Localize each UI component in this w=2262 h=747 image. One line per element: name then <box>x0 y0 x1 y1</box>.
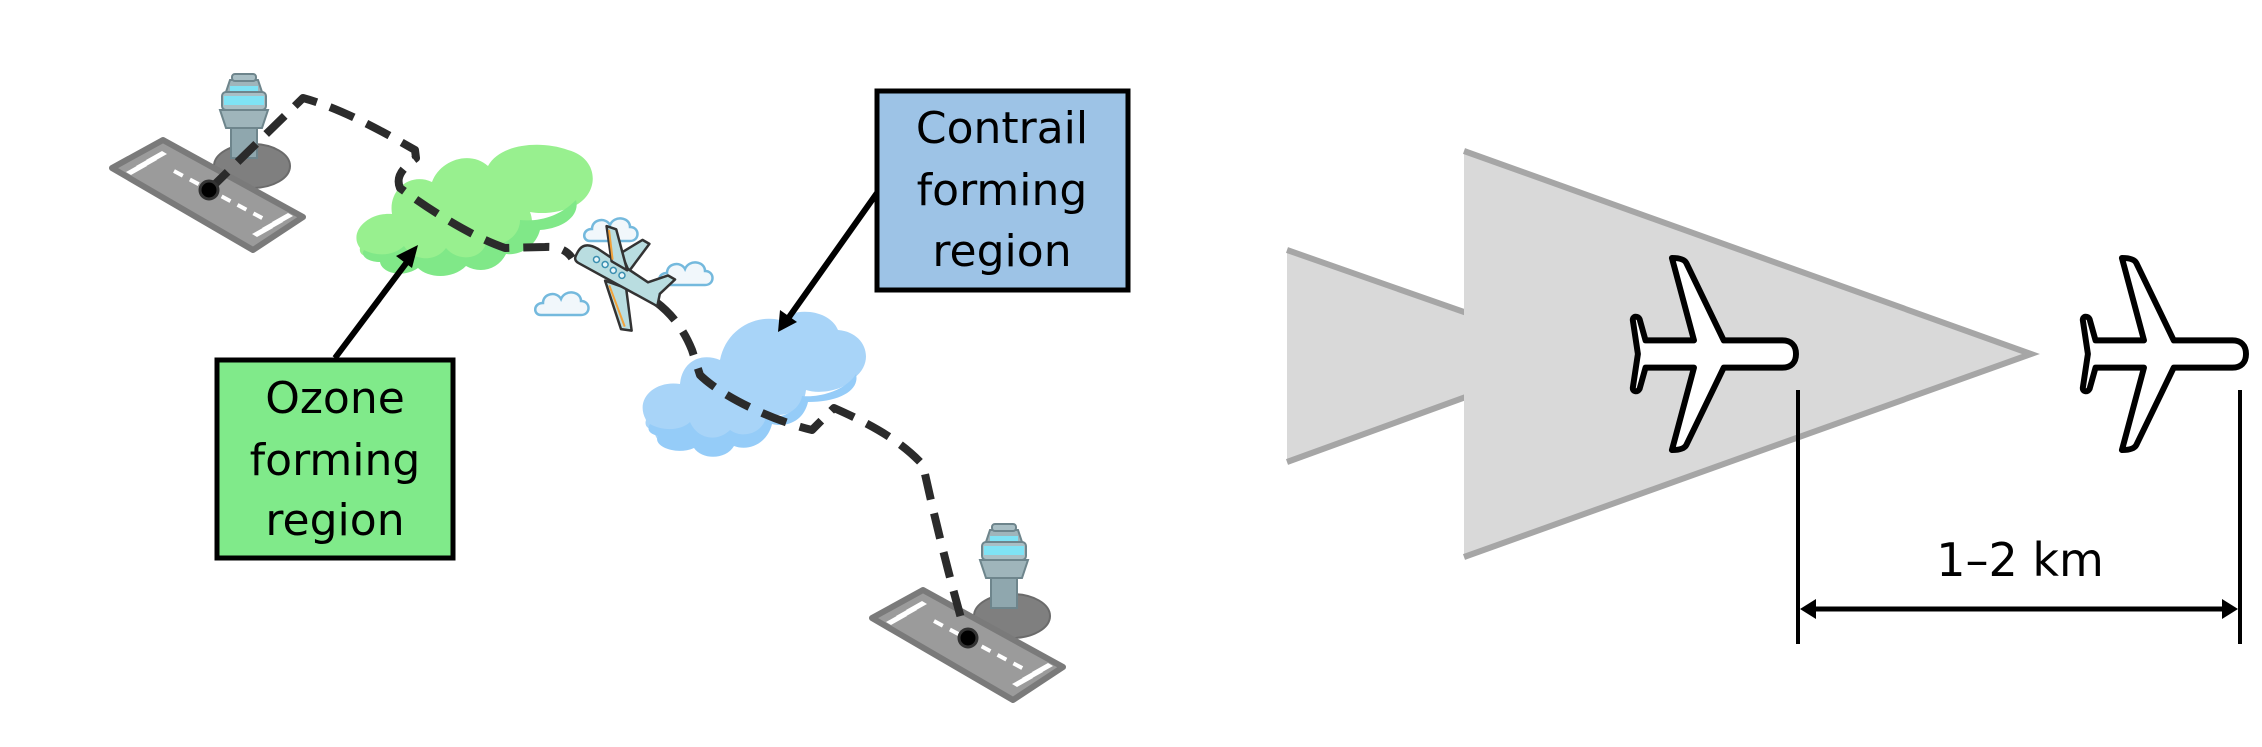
contrail-arrow <box>778 191 880 332</box>
contrail-cloud <box>642 311 866 457</box>
ozone-label-line-2: forming <box>250 435 421 486</box>
contrail-label-line-2: forming <box>917 165 1088 216</box>
separation-dimension: 1–2 km <box>1796 390 2242 644</box>
ozone-arrow <box>332 245 418 360</box>
arrival-point <box>957 627 979 649</box>
right-panel: 1–2 km <box>1285 148 2246 644</box>
cartoon-airplane-icon <box>573 224 677 332</box>
arrival-runway-icon <box>872 524 1063 700</box>
contrail-label-line-1: Contrail <box>916 103 1088 154</box>
small-cloud-icon <box>533 291 590 317</box>
ozone-forming-region-label: Ozone forming region <box>214 357 456 561</box>
contrail-forming-region-label: Contrail forming region <box>874 88 1131 293</box>
contrail-label-line-3: region <box>932 226 1071 277</box>
left-panel: Ozone forming region Contrail forming re… <box>112 74 1131 700</box>
departure-point <box>198 179 220 201</box>
flight-path <box>206 94 970 638</box>
ozone-label-line-3: region <box>265 495 404 546</box>
ozone-cloud <box>356 144 593 276</box>
separation-distance-label: 1–2 km <box>1936 533 2104 587</box>
leading-airplane-icon <box>2083 258 2246 450</box>
departure-runway-icon <box>112 74 303 250</box>
ozone-label-line-1: Ozone <box>265 373 405 424</box>
